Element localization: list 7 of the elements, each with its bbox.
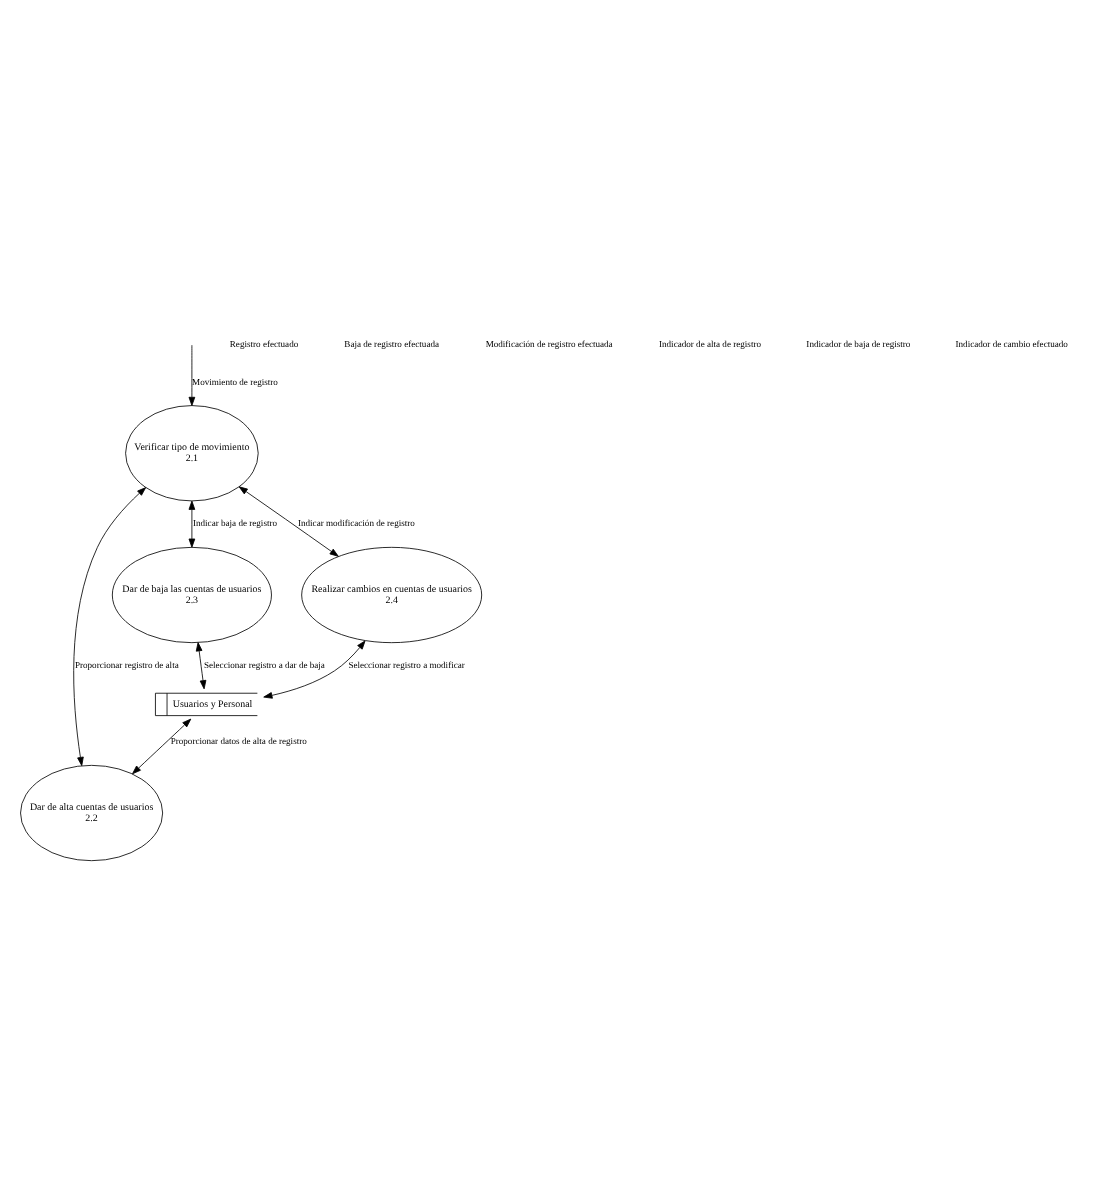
arrow (195, 641, 207, 689)
arrow (238, 485, 339, 556)
arrow (188, 499, 196, 547)
arrow (132, 717, 192, 774)
arrow (188, 343, 196, 405)
arrow (263, 639, 366, 698)
arrow (73, 486, 147, 766)
